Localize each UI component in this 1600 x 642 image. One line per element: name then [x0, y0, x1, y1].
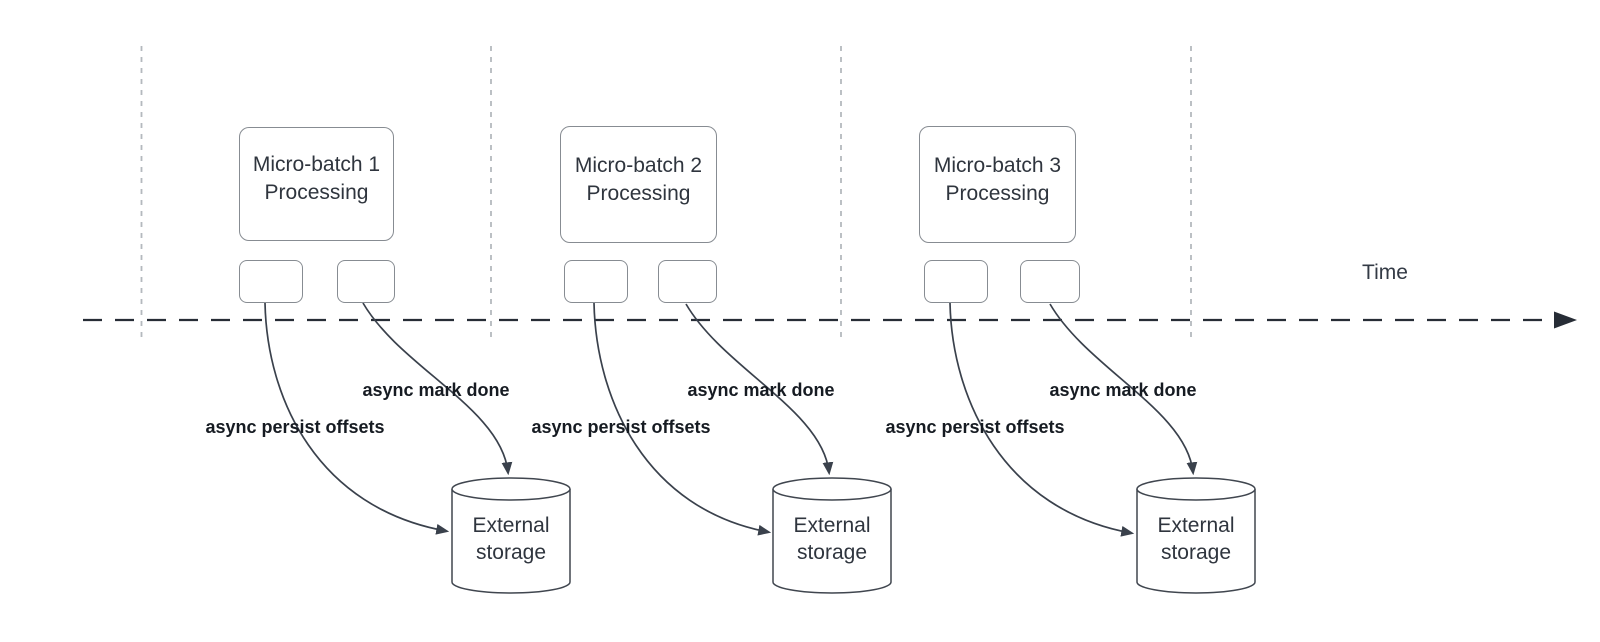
persist-offsets-task-box-2 — [564, 260, 628, 303]
mark-done-label-3: async mark done — [1049, 380, 1197, 400]
microbatch-1-title-line2: Processing — [264, 181, 369, 204]
mark-done-arrow-2 — [685, 303, 834, 476]
microbatch-1-processing-box: Micro-batch 1 Processing — [239, 127, 394, 241]
persist-offsets-task-box-3 — [924, 260, 988, 303]
time-axis-label: Time — [1362, 261, 1408, 284]
mark-done-arrow-3 — [1049, 303, 1198, 476]
storage-cylinder-1 — [451, 477, 571, 594]
microbatch-1-title-line1: Micro-batch 1 — [252, 153, 381, 176]
microbatch-2-processing-box: Micro-batch 2 Processing — [560, 126, 717, 243]
persist-offsets-arrow-3 — [949, 302, 1135, 537]
persist-offsets-label-1: async persist offsets — [205, 417, 385, 437]
microbatch-3-title-line2: Processing — [945, 181, 1050, 205]
mark-done-task-box-1 — [337, 260, 395, 303]
async-arrows — [264, 302, 1198, 537]
external-storage-label-3: External storage — [1157, 514, 1235, 564]
persist-offsets-arrow-2 — [593, 302, 772, 536]
lane-dividers — [140, 46, 1192, 338]
time-axis — [83, 311, 1577, 329]
microbatch-2-title-line2: Processing — [586, 181, 691, 205]
persist-offsets-label-2: async persist offsets — [531, 417, 711, 437]
external-storage-label-2: External storage — [793, 514, 871, 564]
storage-cylinder-3 — [1136, 477, 1256, 594]
persist-offsets-task-box-1 — [239, 260, 303, 303]
microbatch-3-processing-box: Micro-batch 3 Processing — [919, 126, 1076, 243]
time-axis-arrowhead-icon — [1554, 311, 1577, 329]
mark-done-label-1: async mark done — [362, 380, 510, 400]
external-storage-label-1: External storage — [472, 514, 550, 564]
persist-offsets-label-3: async persist offsets — [885, 417, 1065, 437]
storage-cylinder-2 — [772, 477, 892, 594]
mark-done-task-box-3 — [1020, 260, 1080, 303]
microbatch-3-title-line1: Micro-batch 3 — [933, 153, 1062, 177]
storage-cylinders — [451, 477, 1256, 594]
mark-done-arrow-1 — [362, 302, 513, 476]
mark-done-task-box-2 — [658, 260, 717, 303]
mark-done-label-2: async mark done — [687, 380, 835, 400]
persist-offsets-arrow-1 — [264, 302, 450, 535]
microbatch-2-title-line1: Micro-batch 2 — [574, 153, 703, 177]
